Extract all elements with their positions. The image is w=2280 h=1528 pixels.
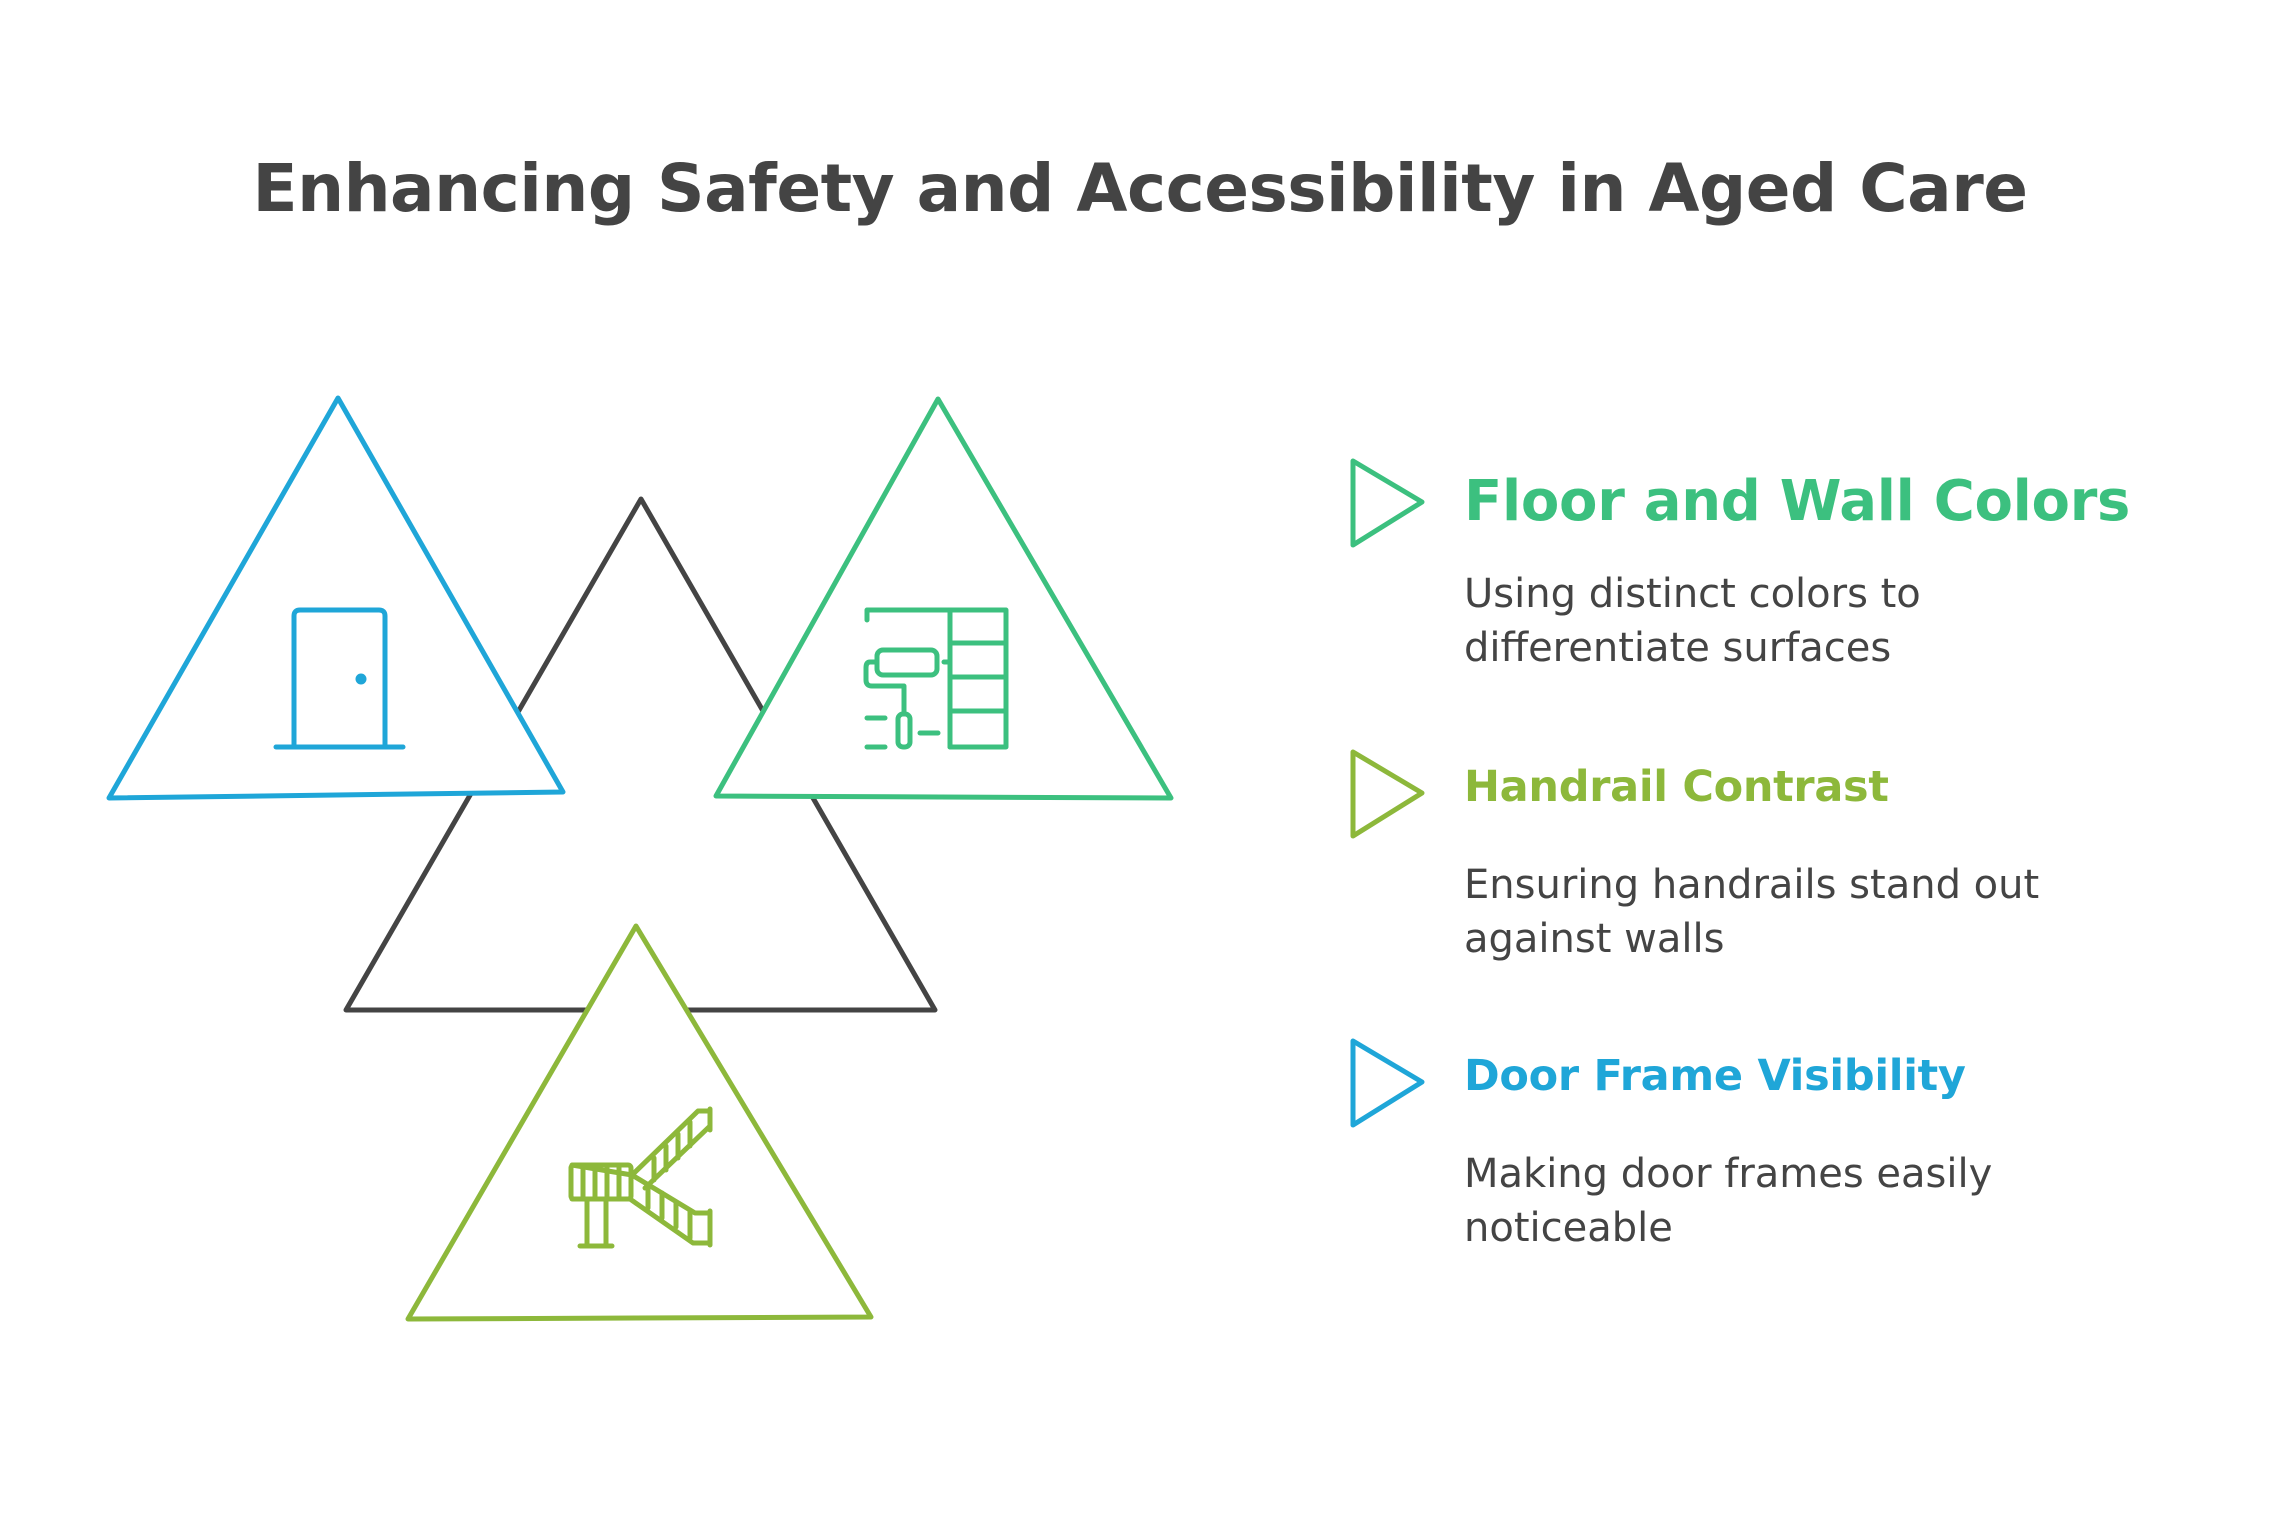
page-title: Enhancing Safety and Accessibility in Ag… bbox=[252, 150, 2029, 227]
play-arrow-icon bbox=[1350, 1038, 1425, 1128]
handrail-triangle bbox=[405, 923, 874, 1322]
staircase-handrail-icon bbox=[568, 1106, 713, 1249]
play-arrow-icon bbox=[1350, 458, 1425, 548]
play-arrow-icon bbox=[1350, 749, 1425, 839]
item-title: Floor and Wall Colors bbox=[1464, 469, 2131, 534]
item-description: Making door frames easily noticeable bbox=[1464, 1151, 1993, 1251]
list-item-floor-wall-colors: Floor and Wall Colors Using distinct col… bbox=[1346, 457, 2130, 697]
door-icon bbox=[273, 607, 406, 750]
item-title: Handrail Contrast bbox=[1464, 762, 1889, 812]
paint-triangle bbox=[713, 396, 1174, 801]
door-triangle bbox=[106, 395, 566, 801]
item-description: Ensuring handrails stand out against wal… bbox=[1464, 862, 2040, 962]
triangle-diagram bbox=[106, 395, 1174, 1322]
list-item-handrail-contrast: Handrail Contrast Ensuring handrails sta… bbox=[1346, 748, 2106, 988]
item-description: Using distinct colors to differentiate s… bbox=[1464, 571, 1921, 671]
list-item-door-frame-visibility: Door Frame Visibility Making door frames… bbox=[1346, 1037, 2106, 1277]
paint-roller-wall-icon bbox=[863, 607, 1009, 750]
item-title: Door Frame Visibility bbox=[1464, 1051, 1966, 1101]
